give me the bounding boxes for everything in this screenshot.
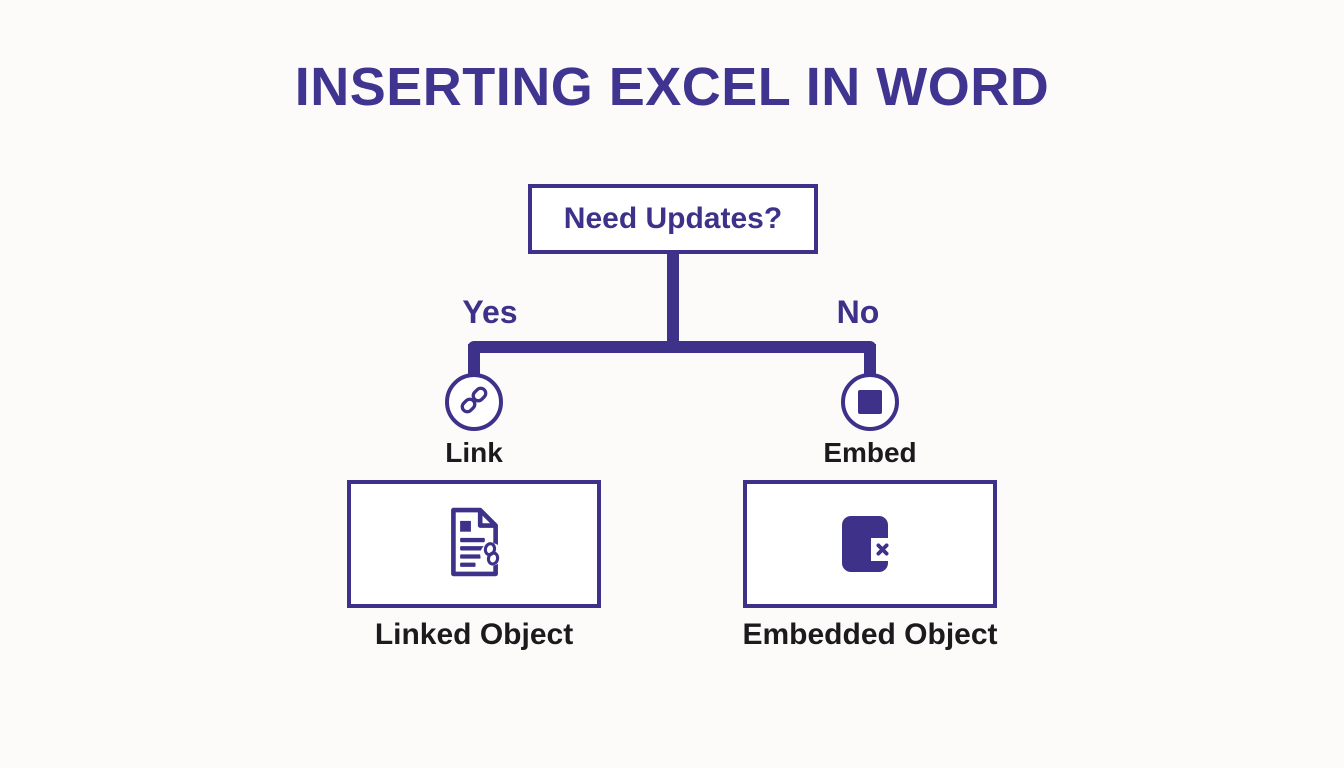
embedded-x-badge xyxy=(871,538,894,561)
decision-box: Need Updates? xyxy=(528,184,818,254)
link-label: Link xyxy=(445,437,503,468)
connector-drop-left xyxy=(468,344,480,376)
embedded-document-icon xyxy=(842,516,898,572)
linked-document-icon xyxy=(446,507,503,582)
branch-no-label: No xyxy=(836,294,880,330)
link-method-circle xyxy=(445,373,503,431)
connector-stem xyxy=(667,251,679,344)
embed-method-circle xyxy=(841,373,899,431)
decision-label: Need Updates? xyxy=(563,202,783,235)
connector-drop-right xyxy=(864,344,876,376)
connector-horizontal-bar xyxy=(468,341,876,353)
embed-label: Embed xyxy=(823,437,917,468)
linked-object-box xyxy=(347,480,601,608)
embedded-object-box xyxy=(743,480,997,608)
chain-link-icon xyxy=(456,382,492,423)
embed-square-icon xyxy=(858,390,882,414)
embedded-object-label: Embedded Object xyxy=(742,618,998,651)
linked-object-label: Linked Object xyxy=(374,618,574,651)
page-title: INSERTING EXCEL IN WORD xyxy=(294,57,1050,117)
branch-yes-label: Yes xyxy=(462,294,518,330)
